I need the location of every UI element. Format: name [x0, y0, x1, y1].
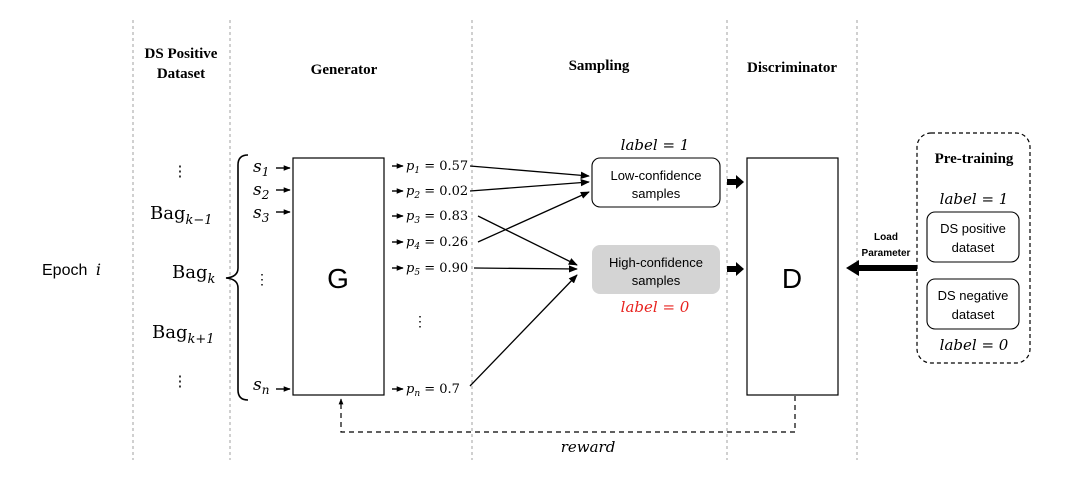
header-discriminator: Discriminator	[747, 60, 837, 76]
epoch-var: i	[96, 260, 101, 279]
arrow-p1-low	[469, 165, 590, 179]
sentence-n: sn	[253, 375, 269, 397]
sentence-dots: ⋮	[255, 272, 269, 288]
header-generator: Generator	[311, 62, 378, 78]
prob-5: p5 = 0.90	[406, 261, 468, 278]
header-ds-positive-line1: DS Positive	[145, 46, 218, 62]
generator-box	[292, 157, 385, 396]
ds-negative-box	[926, 278, 1020, 330]
ds-positive-line1: DS positive	[940, 221, 1006, 236]
epoch-label: Epoch i	[42, 260, 101, 279]
bag-k-base: Bag	[172, 262, 207, 283]
prob-dots: ⋮	[413, 314, 427, 330]
low-confidence-line2: samples	[632, 186, 681, 201]
probability-labels: p1 = 0.57 p2 = 0.02 p3 = 0.83 p4 = 0.26 …	[406, 159, 468, 399]
sampling-label-top: label = 1	[621, 136, 690, 154]
sentence-3: s3	[253, 203, 270, 225]
low-confidence-line1: Low-confidence	[610, 168, 701, 183]
bag-dots-top: ⋮	[173, 162, 188, 180]
ds-negative-line2: dataset	[952, 307, 995, 322]
bag-k-minus-1-base: Bag	[150, 203, 185, 224]
arrow-p3-high	[477, 215, 578, 266]
load-parameter-line2: Parameter	[862, 248, 911, 259]
bag-brace	[225, 154, 249, 401]
reward-loop	[338, 396, 796, 433]
high-confidence-box	[592, 245, 720, 294]
sentence-1: s1	[253, 157, 269, 179]
arrow-pn-high	[469, 274, 578, 387]
column-dividers	[132, 20, 858, 460]
probability-arrows	[392, 163, 404, 392]
pretraining-label-bottom: label = 0	[940, 336, 1009, 354]
sampling-label-bottom: label = 0	[621, 298, 690, 316]
block-arrow-low	[727, 175, 744, 189]
load-parameter-arrow	[846, 260, 917, 276]
ds-positive-line2: dataset	[952, 240, 995, 255]
arrow-p2-low	[469, 178, 590, 192]
ds-positive-box	[926, 211, 1020, 263]
bag-k-minus-1: Bagk−1	[150, 203, 213, 228]
bag-k-plus-1: Bagk+1	[152, 322, 215, 347]
low-confidence-box	[591, 157, 721, 208]
reward-label: reward	[561, 438, 616, 456]
bag-k-minus-1-sub: k−1	[185, 213, 212, 228]
header-ds-positive-line2: Dataset	[157, 66, 205, 82]
prob-1: p1 = 0.57	[406, 159, 468, 176]
load-parameter-line1: Load	[874, 232, 898, 243]
epoch-word: Epoch	[42, 262, 87, 279]
high-confidence-line1: High-confidence	[609, 255, 703, 270]
discriminator-box	[746, 157, 839, 396]
sentence-arrows	[276, 165, 291, 392]
discriminator-letter: D	[782, 263, 802, 294]
bag-dots-bottom: ⋮	[173, 372, 188, 390]
bag-k-plus-1-sub: k+1	[187, 332, 214, 347]
generator-letter: G	[327, 263, 349, 294]
pretraining-label-top: label = 1	[940, 190, 1009, 208]
bag-k-plus-1-base: Bag	[152, 322, 187, 343]
high-confidence-line2: samples	[632, 273, 681, 288]
sampling-arrows	[469, 165, 590, 387]
arrow-p4-low	[477, 191, 590, 243]
prob-n: pn = 0.7	[406, 382, 460, 399]
arrow-p5-high	[473, 265, 578, 273]
ds-negative-line1: DS negative	[938, 288, 1009, 303]
block-arrows-to-discriminator	[727, 175, 744, 276]
header-sampling: Sampling	[569, 58, 630, 74]
sentence-2: s2	[253, 180, 269, 202]
block-arrow-high	[727, 262, 744, 276]
bag-k: Bagk	[172, 262, 215, 287]
prob-4: p4 = 0.26	[406, 235, 468, 252]
bag-k-sub: k	[207, 272, 215, 287]
prob-3: p3 = 0.83	[406, 209, 468, 226]
sentence-labels: s1 s2 s3 ⋮ sn	[253, 157, 270, 397]
prob-2: p2 = 0.02	[406, 184, 468, 201]
header-pretraining: Pre-training	[935, 151, 1014, 167]
